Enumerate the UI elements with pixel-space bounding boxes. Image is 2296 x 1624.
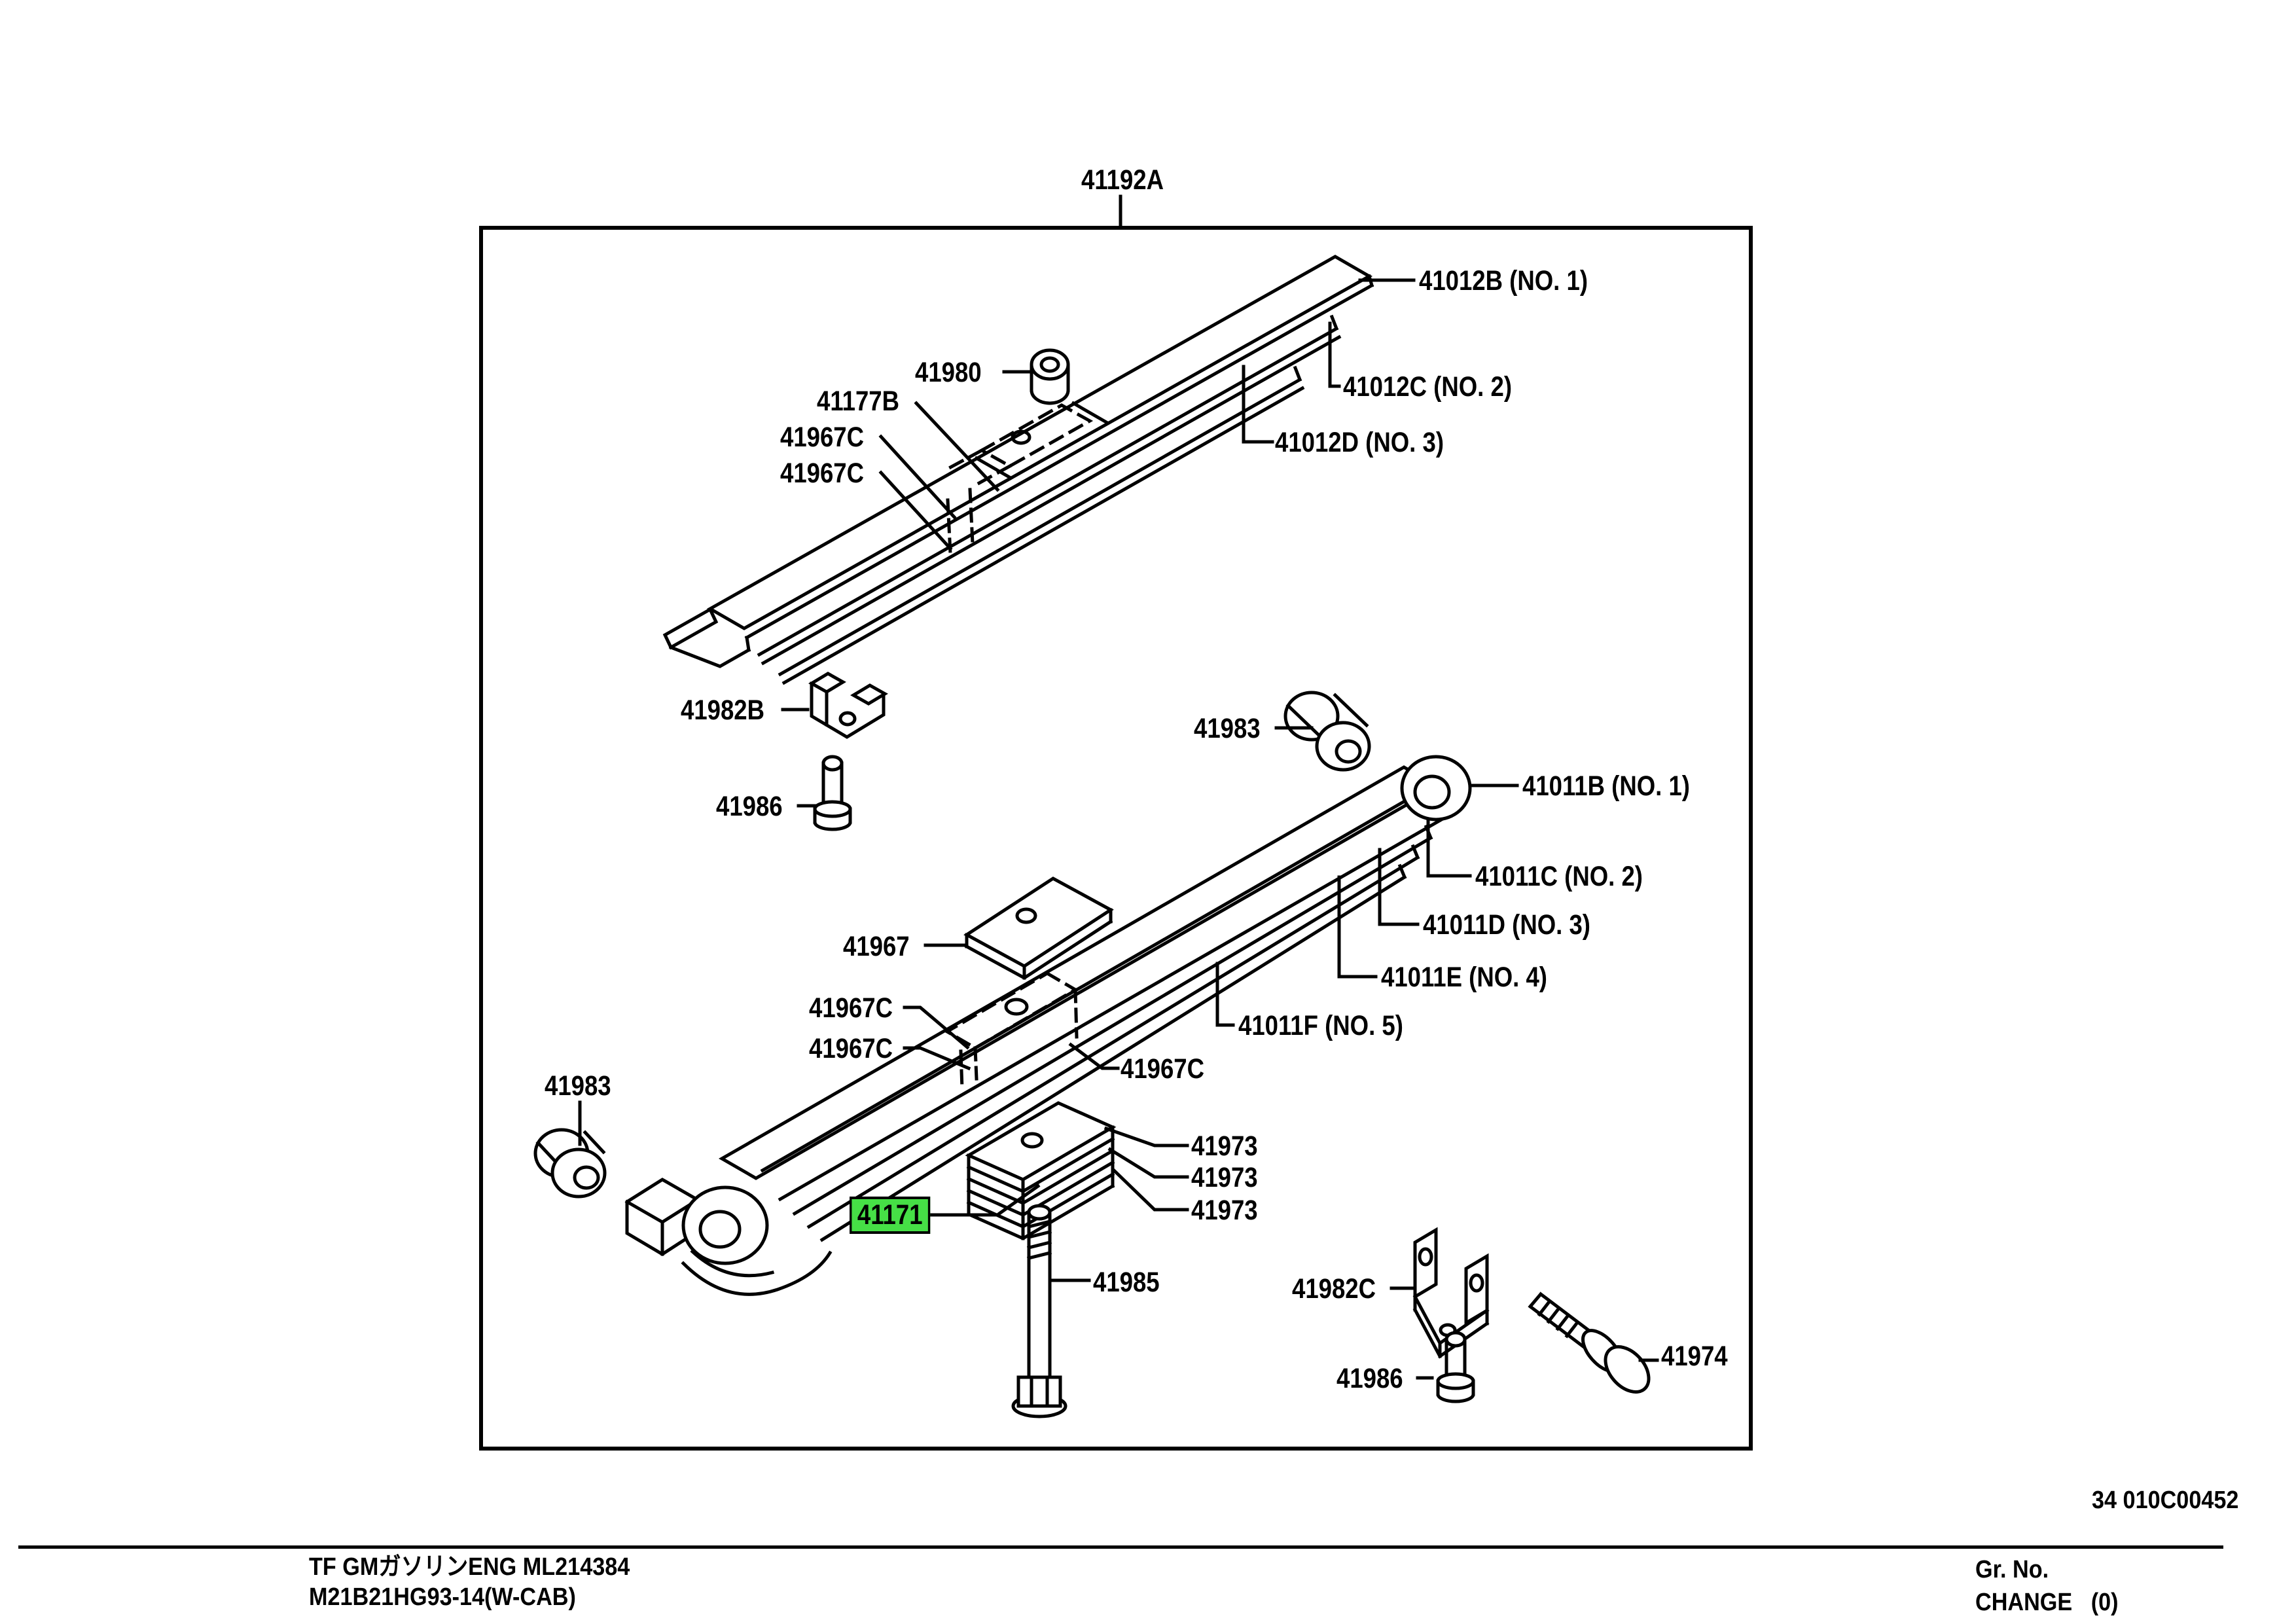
bracket-41982c bbox=[1412, 1227, 1490, 1359]
part-label-41967[interactable]: 41967 bbox=[843, 931, 910, 962]
bushing-41983-lower bbox=[533, 1128, 607, 1199]
part-label-41982b[interactable]: 41982B bbox=[681, 695, 765, 726]
part-label-41011f[interactable]: 41011F (NO. 5) bbox=[1238, 1010, 1403, 1041]
part-label-41967c-l3[interactable]: 41967C bbox=[1121, 1053, 1205, 1085]
part-label-41973-3[interactable]: 41973 bbox=[1191, 1195, 1258, 1226]
part-label-41967c-u2[interactable]: 41967C bbox=[780, 458, 865, 489]
bushing-41983-upper bbox=[1283, 691, 1371, 772]
part-label-41973-1[interactable]: 41973 bbox=[1191, 1130, 1258, 1162]
clamp-41982b bbox=[808, 672, 888, 739]
part-label-41974[interactable]: 41974 bbox=[1661, 1341, 1728, 1372]
part-label-41986-l[interactable]: 41986 bbox=[1336, 1363, 1403, 1394]
part-label-41177b[interactable]: 41177B bbox=[817, 386, 900, 417]
part-label-41967c-l2[interactable]: 41967C bbox=[809, 1033, 893, 1064]
footer-divider bbox=[18, 1545, 2223, 1549]
part-label-41983-l[interactable]: 41983 bbox=[545, 1070, 611, 1102]
part-label-41011e[interactable]: 41011E (NO. 4) bbox=[1381, 962, 1547, 993]
part-label-41985[interactable]: 41985 bbox=[1093, 1267, 1160, 1298]
diagram-frame bbox=[479, 226, 1753, 1451]
bolt-41974 bbox=[1528, 1291, 1651, 1394]
part-label-41171[interactable]: 41171 bbox=[850, 1197, 931, 1235]
part-label-41012b[interactable]: 41012B (NO. 1) bbox=[1419, 265, 1588, 297]
part-label-41967c-u1[interactable]: 41967C bbox=[780, 422, 865, 453]
part-label-41012d[interactable]: 41012D (NO. 3) bbox=[1275, 427, 1444, 458]
footer-model-line2: M21B21HG93-14(W-CAB) bbox=[309, 1583, 576, 1611]
part-label-41011d[interactable]: 41011D (NO. 3) bbox=[1423, 909, 1590, 941]
plate-41967 bbox=[963, 876, 1114, 980]
part-label-41011c[interactable]: 41011C (NO. 2) bbox=[1475, 861, 1643, 892]
part-label-41012c[interactable]: 41012C (NO. 2) bbox=[1343, 371, 1513, 403]
part-label-41986-m[interactable]: 41986 bbox=[716, 791, 783, 822]
part-label-41983-u[interactable]: 41983 bbox=[1194, 713, 1261, 744]
nut-41980 bbox=[1030, 348, 1070, 405]
part-label-41011b[interactable]: 41011B (NO. 1) bbox=[1522, 770, 1690, 802]
part-label-41980[interactable]: 41980 bbox=[915, 357, 982, 388]
footer-model-line1: TF GMガソリンENG ML214384 bbox=[309, 1553, 630, 1581]
spacer-stack-41973 bbox=[965, 1101, 1117, 1240]
part-label-41973-2[interactable]: 41973 bbox=[1191, 1162, 1258, 1193]
part-label-41982c[interactable]: 41982C bbox=[1292, 1273, 1376, 1305]
page-ref-number: 34 010C00452 bbox=[2092, 1487, 2239, 1514]
rivet-41986-lower bbox=[1436, 1331, 1475, 1403]
part-label-41967c-l1[interactable]: 41967C bbox=[809, 992, 893, 1024]
center-bolt-41985 bbox=[1011, 1204, 1067, 1418]
leader-lines bbox=[578, 194, 1659, 1380]
part-label-title-41192a[interactable]: 41192A bbox=[1081, 164, 1164, 196]
footer-change: CHANGE (0) bbox=[1975, 1589, 2119, 1616]
footer-gr-no: Gr. No. bbox=[1975, 1556, 2049, 1583]
rivet-41986-middle bbox=[813, 755, 852, 831]
